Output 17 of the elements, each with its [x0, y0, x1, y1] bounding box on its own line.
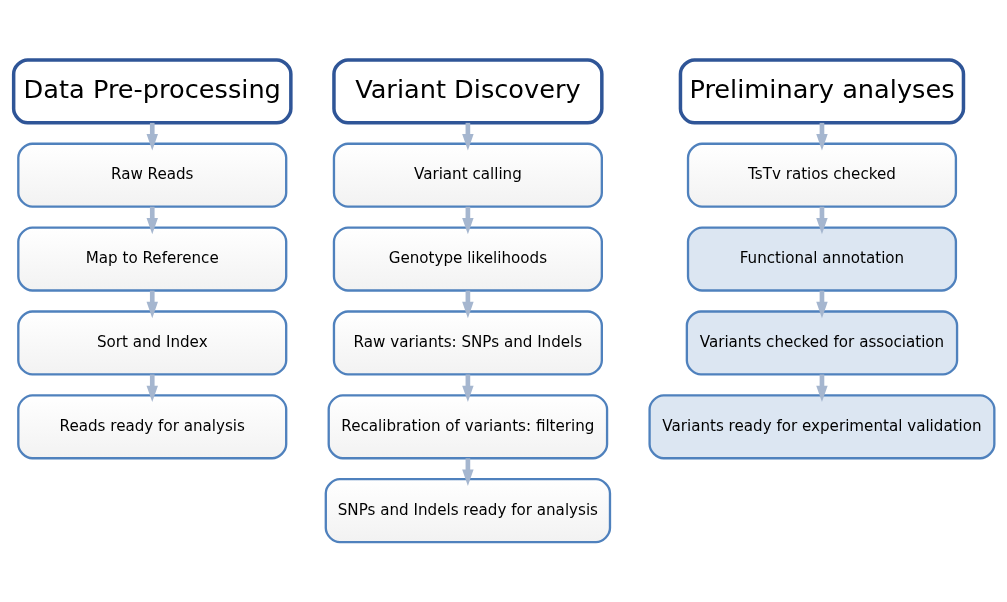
node-box: Map to Reference [16, 226, 287, 292]
node-box: TsTv ratios checked [686, 142, 957, 208]
node-box: Raw Reads [16, 142, 287, 208]
node-box: Data Pre-processing [11, 58, 293, 125]
node-box: Variants checked for association [685, 310, 958, 376]
node-box: Reads ready for analysis [16, 394, 287, 460]
node-box: SNPs and Indels ready for analysis [324, 478, 611, 544]
node-box: Preliminary analyses [678, 58, 965, 125]
node-box: Variant calling [332, 142, 603, 208]
node-box: Functional annotation [686, 226, 957, 292]
node-box: Sort and Index [16, 310, 287, 376]
node-box: Recalibration of variants: filtering [327, 394, 608, 460]
arrow [146, 374, 158, 403]
node-box: Genotype likelihoods [332, 226, 603, 292]
node-box: Variants ready for experimental validation [647, 394, 995, 460]
node-box: Variant Discovery [331, 58, 604, 125]
node-box: Raw variants: SNPs and Indels [332, 310, 603, 376]
